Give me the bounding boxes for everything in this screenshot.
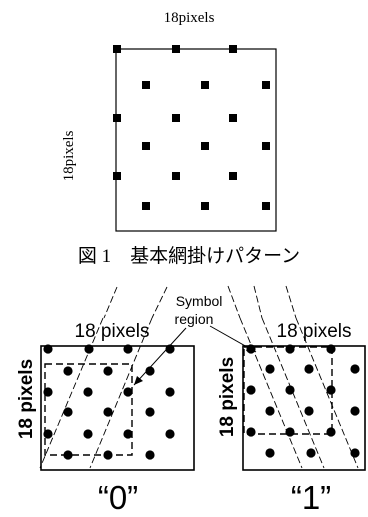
halftone-dot bbox=[113, 45, 121, 53]
pattern-dot bbox=[265, 448, 275, 458]
halftone-dot bbox=[142, 142, 150, 150]
pattern-dot bbox=[63, 407, 73, 417]
halftone-dot bbox=[201, 202, 209, 210]
symbol-region-label-line-1: Symbol bbox=[176, 293, 223, 309]
panel-symbol-0: 18 pixels 18 pixels “0” bbox=[16, 317, 195, 516]
panel-0-frame bbox=[40, 345, 195, 471]
symbol-region-label: Symbol region bbox=[175, 293, 227, 327]
halftone-dot bbox=[229, 45, 237, 53]
pattern-dot bbox=[123, 387, 133, 397]
pattern-dot bbox=[246, 427, 256, 437]
symbol-region-arrow-left bbox=[133, 327, 187, 386]
figure-1-top-size-label: 18pixels bbox=[164, 10, 215, 26]
guide-line bbox=[103, 286, 118, 319]
pattern-dot bbox=[246, 385, 256, 395]
pattern-dot bbox=[350, 448, 360, 458]
pattern-dot bbox=[306, 448, 316, 458]
symbol-region-label-line-2: region bbox=[175, 311, 214, 327]
figure-1: 18pixels 18pixels 図 1 基本網掛けパターン bbox=[61, 10, 300, 267]
pattern-dot bbox=[43, 387, 53, 397]
pattern-dot bbox=[123, 429, 133, 439]
halftone-dot bbox=[142, 202, 150, 210]
arrowhead-icon bbox=[134, 376, 143, 385]
halftone-dot bbox=[229, 114, 237, 122]
pattern-dot bbox=[43, 344, 53, 354]
guide-line bbox=[285, 285, 297, 319]
pattern-dot bbox=[265, 364, 275, 374]
pattern-frame bbox=[115, 48, 277, 232]
panel-0-diagonal-line bbox=[89, 317, 153, 469]
pattern-dot bbox=[326, 385, 336, 395]
panel-1-diagonal-line bbox=[239, 317, 303, 469]
panel-0-diagonal-line bbox=[39, 317, 104, 469]
halftone-dot bbox=[229, 172, 237, 180]
panel-0-value-label: “0” bbox=[98, 479, 138, 516]
guide-line bbox=[151, 286, 168, 319]
halftone-dot bbox=[262, 142, 270, 150]
pattern-dot bbox=[123, 344, 133, 354]
pattern-dot bbox=[304, 364, 314, 374]
pattern-dot bbox=[285, 344, 295, 354]
pattern-dot bbox=[165, 344, 175, 354]
pattern-dot bbox=[350, 406, 360, 416]
pattern-dot bbox=[83, 387, 93, 397]
pattern-dot bbox=[145, 450, 155, 460]
panel-1-frame bbox=[242, 345, 366, 471]
halftone-dot bbox=[113, 114, 121, 122]
halftone-dot bbox=[142, 81, 150, 89]
pattern-dot bbox=[326, 344, 336, 354]
halftone-dot bbox=[113, 172, 121, 180]
pattern-dot bbox=[265, 406, 275, 416]
pattern-dot bbox=[63, 366, 73, 376]
pattern-dot bbox=[83, 429, 93, 439]
halftone-dot bbox=[201, 81, 209, 89]
panel-1-side-size-label: 18 pixels bbox=[217, 357, 238, 437]
panel-1-diagonal-line bbox=[295, 317, 359, 469]
pattern-dot bbox=[84, 344, 94, 354]
panel-1-top-size-label: 18 pixels bbox=[277, 321, 352, 342]
pattern-dot bbox=[63, 450, 73, 460]
pattern-dot bbox=[103, 450, 113, 460]
pattern-dot bbox=[145, 366, 155, 376]
pattern-dot bbox=[350, 364, 360, 374]
halftone-dot bbox=[172, 114, 180, 122]
pattern-dot bbox=[165, 387, 175, 397]
guide-line bbox=[253, 285, 263, 319]
panel-1-dot-pattern bbox=[246, 344, 360, 458]
pattern-dot bbox=[285, 385, 295, 395]
pattern-dot bbox=[304, 406, 314, 416]
halftone-dot bbox=[262, 81, 270, 89]
panel-0-dot-pattern bbox=[43, 344, 175, 460]
panel-0-top-size-label: 18 pixels bbox=[75, 321, 150, 342]
figure-2: Symbol region 18 pixels 18 pixels “0” 18… bbox=[16, 285, 366, 516]
figure-1-caption: 図 1 基本網掛けパターン bbox=[78, 245, 300, 267]
pattern-dot bbox=[326, 427, 336, 437]
pattern-dot bbox=[103, 366, 113, 376]
pattern-dot bbox=[103, 407, 113, 417]
pattern-dot bbox=[145, 407, 155, 417]
panel-0-symbol-region bbox=[44, 363, 133, 456]
halftone-dot-grid bbox=[113, 45, 270, 210]
pattern-dot bbox=[165, 429, 175, 439]
halftone-dot bbox=[262, 202, 270, 210]
figure-1-side-size-label: 18pixels bbox=[61, 130, 77, 181]
pattern-dot bbox=[43, 429, 53, 439]
halftone-dot bbox=[172, 172, 180, 180]
panel-0-side-size-label: 18 pixels bbox=[16, 359, 37, 439]
halftone-dot bbox=[201, 142, 209, 150]
halftone-dot bbox=[172, 45, 180, 53]
guide-line bbox=[227, 285, 241, 319]
panel-symbol-1: 18 pixels 18 pixels “1” bbox=[217, 317, 366, 516]
pattern-dot bbox=[246, 344, 256, 354]
panel-1-value-label: “1” bbox=[291, 479, 331, 516]
pattern-dot bbox=[285, 427, 295, 437]
